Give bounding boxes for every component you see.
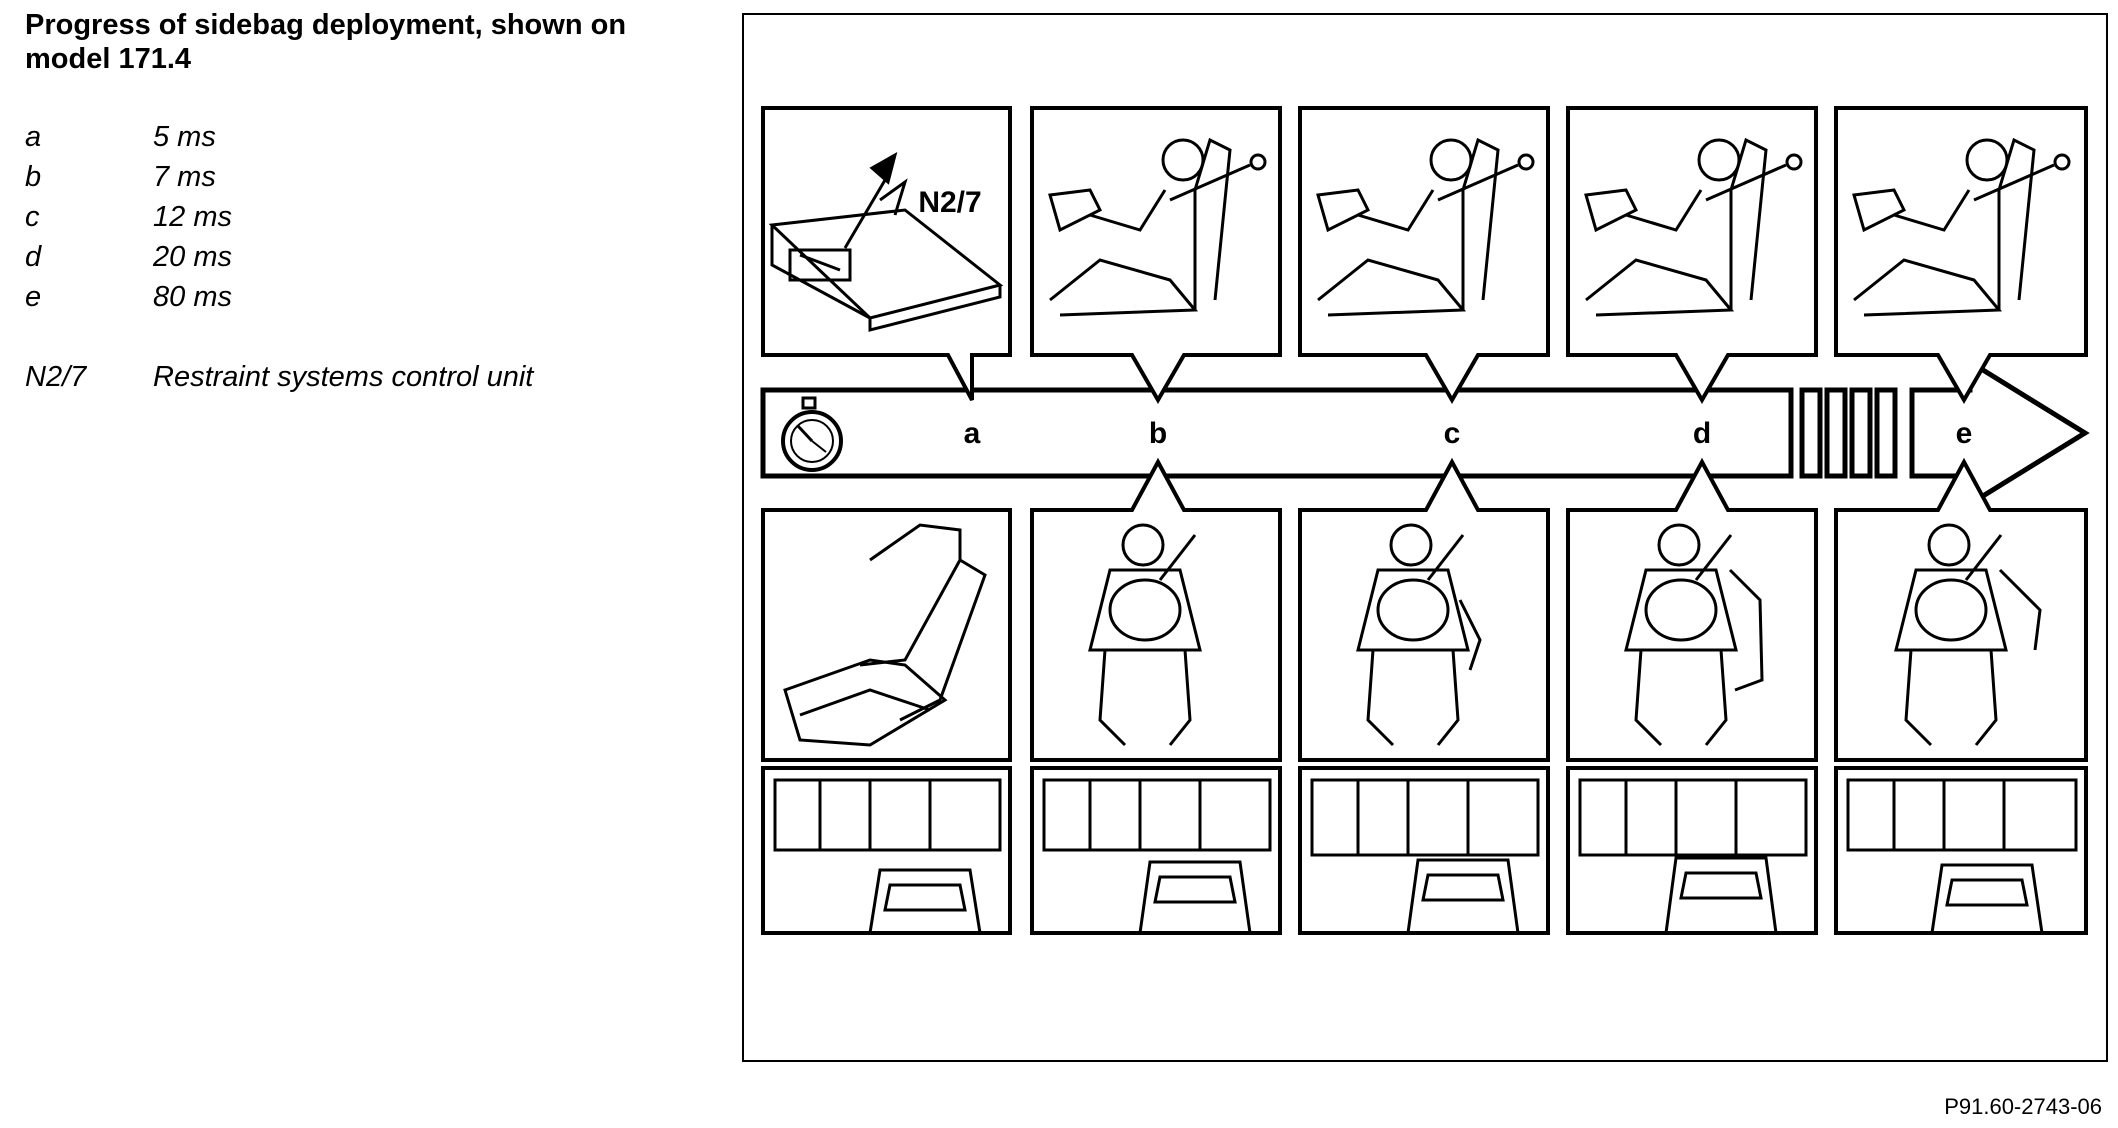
stopwatch-icon xyxy=(781,396,843,472)
panel-control-unit: N2/7 xyxy=(761,106,1012,401)
panel-front-view-c xyxy=(1298,457,1550,762)
panel-side-view-c xyxy=(1298,106,1550,404)
legend-key: c xyxy=(25,201,40,233)
timeline-break xyxy=(1799,387,1823,479)
control-unit-illustration xyxy=(768,151,1004,332)
legend-value: 20 ms xyxy=(153,241,232,273)
legend-key: N2/7 xyxy=(25,361,87,393)
panel-seat xyxy=(761,508,1012,762)
stage-marker-b: b xyxy=(1149,417,1167,450)
legend-value: 5 ms xyxy=(153,121,216,153)
panel-impact-d xyxy=(1566,766,1818,935)
panel-impact-b xyxy=(1030,766,1282,935)
legend-value: 12 ms xyxy=(153,201,232,233)
page-title: Progress of sidebag deployment, shown on… xyxy=(25,9,627,75)
unit-label: N2/7 xyxy=(918,186,981,219)
legend-key: d xyxy=(25,241,42,273)
legend-value: 7 ms xyxy=(153,161,216,193)
legend-key: e xyxy=(25,281,42,313)
legend-key: b xyxy=(25,161,42,193)
timeline-arrow xyxy=(760,357,2090,509)
legend-key: a xyxy=(25,121,42,153)
stage-marker-c: c xyxy=(1444,417,1461,450)
stage-marker-e: e xyxy=(1956,417,1973,450)
panel-impact-c xyxy=(1298,766,1550,935)
stage-marker-a: a xyxy=(964,417,981,450)
timeline-break xyxy=(1874,387,1898,479)
panel-impact-a xyxy=(761,766,1012,935)
timeline-break xyxy=(1824,387,1848,479)
seat-illustration xyxy=(783,523,987,747)
panel-side-view-e xyxy=(1834,106,2088,404)
timeline-break xyxy=(1849,387,1873,479)
panel-side-view-b xyxy=(1030,106,1282,404)
panel-side-view-d xyxy=(1566,106,1818,404)
panel-impact-e xyxy=(1834,766,2088,935)
panel-front-view-b xyxy=(1030,457,1282,762)
legend-value: Restraint systems control unit xyxy=(153,361,534,393)
legend-value: 80 ms xyxy=(153,281,232,313)
timeline-bar xyxy=(760,387,1794,479)
figure-reference: P91.60-2743-06 xyxy=(1944,1094,2102,1119)
panel-front-view-e xyxy=(1834,457,2088,762)
panel-front-view-d xyxy=(1566,457,1818,762)
stage-marker-d: d xyxy=(1693,417,1711,450)
